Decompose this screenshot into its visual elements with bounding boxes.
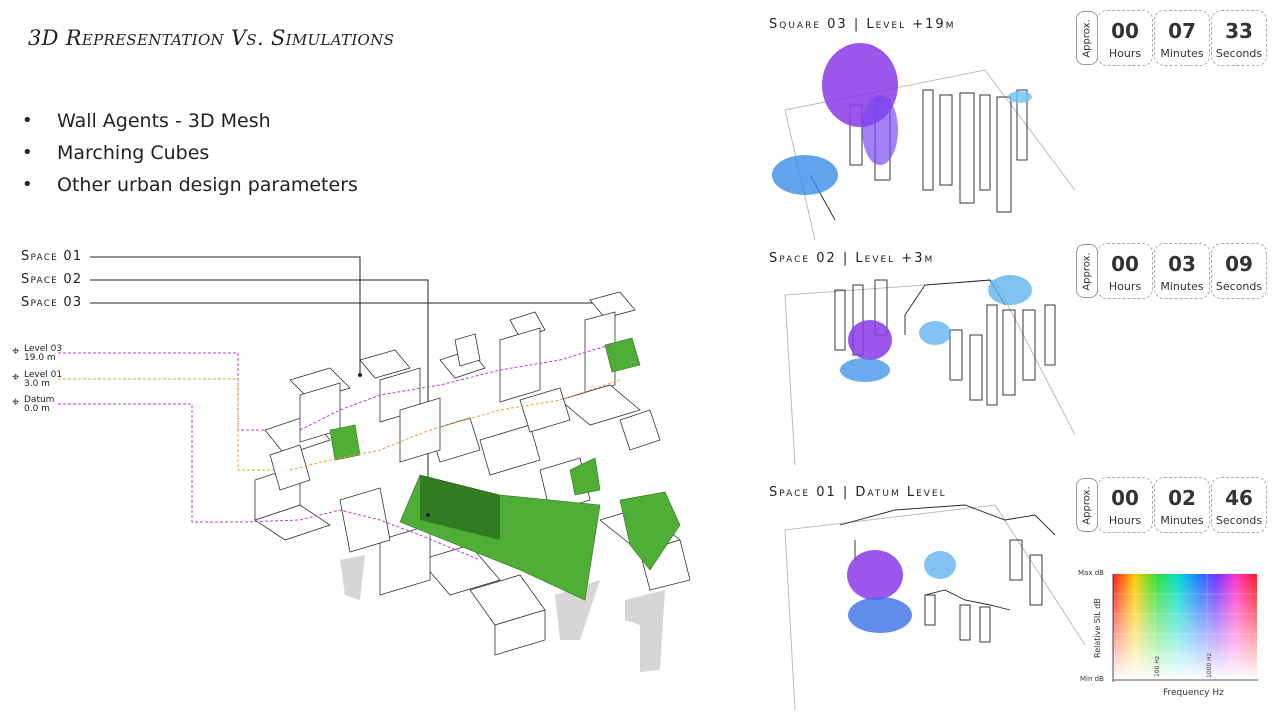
building-wireframe [834, 279, 1056, 406]
sound-cloud-blue [840, 358, 890, 382]
sound-cloud-light [988, 275, 1032, 305]
ground-plane [784, 279, 1076, 466]
green-void-shade [420, 475, 500, 540]
space-01-marker [358, 373, 362, 377]
legend-y-label: Relative SIL dB [1093, 598, 1102, 658]
legend-max-label: Max dB [1078, 569, 1104, 577]
panel-title-space-02: Space 02 | Level +3m [769, 251, 935, 266]
datum-label: ⌖ Datum 0.0 m [12, 395, 55, 414]
legend-grid [1113, 574, 1257, 680]
bullet-item: Wall Agents - 3D Mesh [22, 110, 358, 142]
bullet-item: Marching Cubes [22, 142, 358, 174]
space-02-label: Space 02 [21, 272, 83, 287]
legend-min-label: Min dB [1080, 675, 1104, 683]
legend-tick-100: 100 Hz [1154, 655, 1161, 677]
approx-label: Approx. [1076, 244, 1098, 298]
sound-cloud-light [1008, 91, 1032, 103]
level-01-label: ⌖ Level 01 3.0 m [12, 370, 63, 389]
level-marker-icon: ⌖ [12, 395, 20, 410]
legend-tick-1000: 1000 Hz [1206, 653, 1213, 678]
simulation-view-2 [784, 275, 1076, 466]
sound-cloud-blue [848, 597, 912, 633]
panel-title-space-01: Space 01 | Datum Level [769, 485, 947, 500]
urban-3d-model [58, 256, 691, 672]
sound-cloud-violet [862, 95, 898, 165]
level-marker-icon: ⌖ [12, 370, 20, 385]
approx-label: Approx. [1076, 478, 1098, 532]
space-03-label: Space 03 [21, 295, 83, 310]
route-lines [244, 344, 621, 561]
sound-cloud-light [919, 321, 951, 345]
level-03-label: ⌖ Level 03 19.0 m [12, 344, 63, 363]
sound-cloud-blue [772, 155, 838, 195]
legend-fade [1113, 574, 1257, 680]
bullet-item: Other urban design parameters [22, 174, 358, 206]
space-01-label: Space 01 [21, 249, 83, 264]
building-wireframe [839, 504, 1056, 643]
legend-x-label: Frequency Hz [1163, 688, 1224, 698]
ground-plane [784, 504, 1086, 711]
approx-label: Approx. [1076, 11, 1098, 65]
model-shadows [340, 555, 665, 672]
space-02-marker [426, 513, 430, 517]
page-title: 3D Representation Vs. Simulations [28, 26, 395, 50]
sound-cloud-purple [847, 550, 903, 600]
simulation-view-3 [784, 504, 1086, 711]
sound-cloud-light [924, 551, 956, 579]
frequency-legend [1112, 574, 1258, 682]
sound-cloud-purple [848, 320, 892, 360]
simulation-view-1 [772, 43, 1076, 240]
level-marker-icon: ⌖ [12, 344, 20, 359]
bullet-list: Wall Agents - 3D Mesh Marching Cubes Oth… [22, 110, 358, 206]
panel-title-square-03: Square 03 | Level +19m [769, 17, 956, 32]
